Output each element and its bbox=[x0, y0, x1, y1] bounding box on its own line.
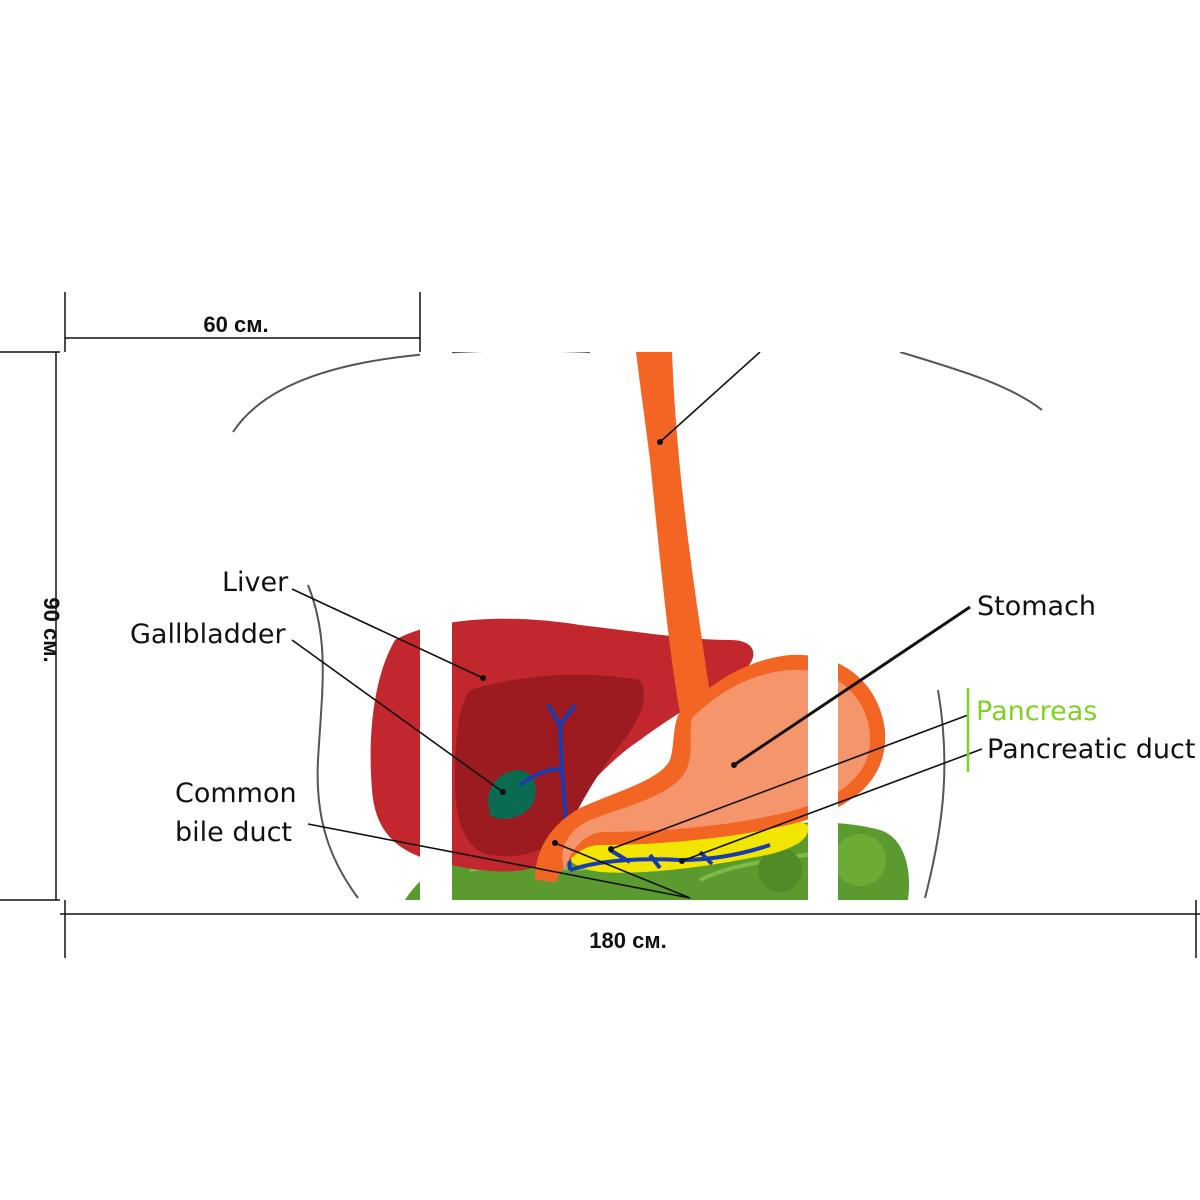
total-width-label: 180 см. bbox=[589, 928, 666, 953]
esophagus-leader-line bbox=[659, 352, 761, 443]
dimension-lines bbox=[0, 292, 1200, 958]
pancreatic-duct-leader-line bbox=[681, 748, 983, 862]
liver-label: Liver bbox=[222, 567, 289, 598]
leader-dots bbox=[480, 675, 737, 864]
gallbladder-label: Gallbladder bbox=[130, 619, 287, 650]
common-bile-duct-label-line2: bile duct bbox=[175, 817, 292, 848]
pancreas-leader-line bbox=[610, 714, 969, 850]
stomach-leader-line bbox=[733, 605, 971, 767]
esophagus-shape bbox=[636, 352, 715, 712]
common-bile-duct-leader-2 bbox=[554, 842, 691, 899]
body-outline bbox=[232, 352, 1043, 899]
height-label: 90 см. bbox=[39, 597, 64, 662]
stomach-label: Stomach bbox=[977, 591, 1096, 622]
pancreatic-duct-label: Pancreatic duct bbox=[987, 734, 1195, 765]
common-bile-duct-leader-line bbox=[307, 823, 691, 899]
stomach-shape bbox=[535, 654, 886, 882]
common-bile-duct-label-line1: Common bbox=[175, 778, 297, 809]
esophagus-leader-dot bbox=[657, 439, 663, 445]
artwork bbox=[232, 352, 1043, 900]
liver-leader-line bbox=[291, 588, 484, 679]
pancreas-label: Pancreas bbox=[976, 696, 1097, 727]
panel-width-label: 60 см. bbox=[203, 312, 268, 337]
leader-lines-inner bbox=[659, 352, 761, 443]
gallbladder-leader-line bbox=[291, 639, 504, 793]
leader-lines bbox=[291, 588, 983, 899]
